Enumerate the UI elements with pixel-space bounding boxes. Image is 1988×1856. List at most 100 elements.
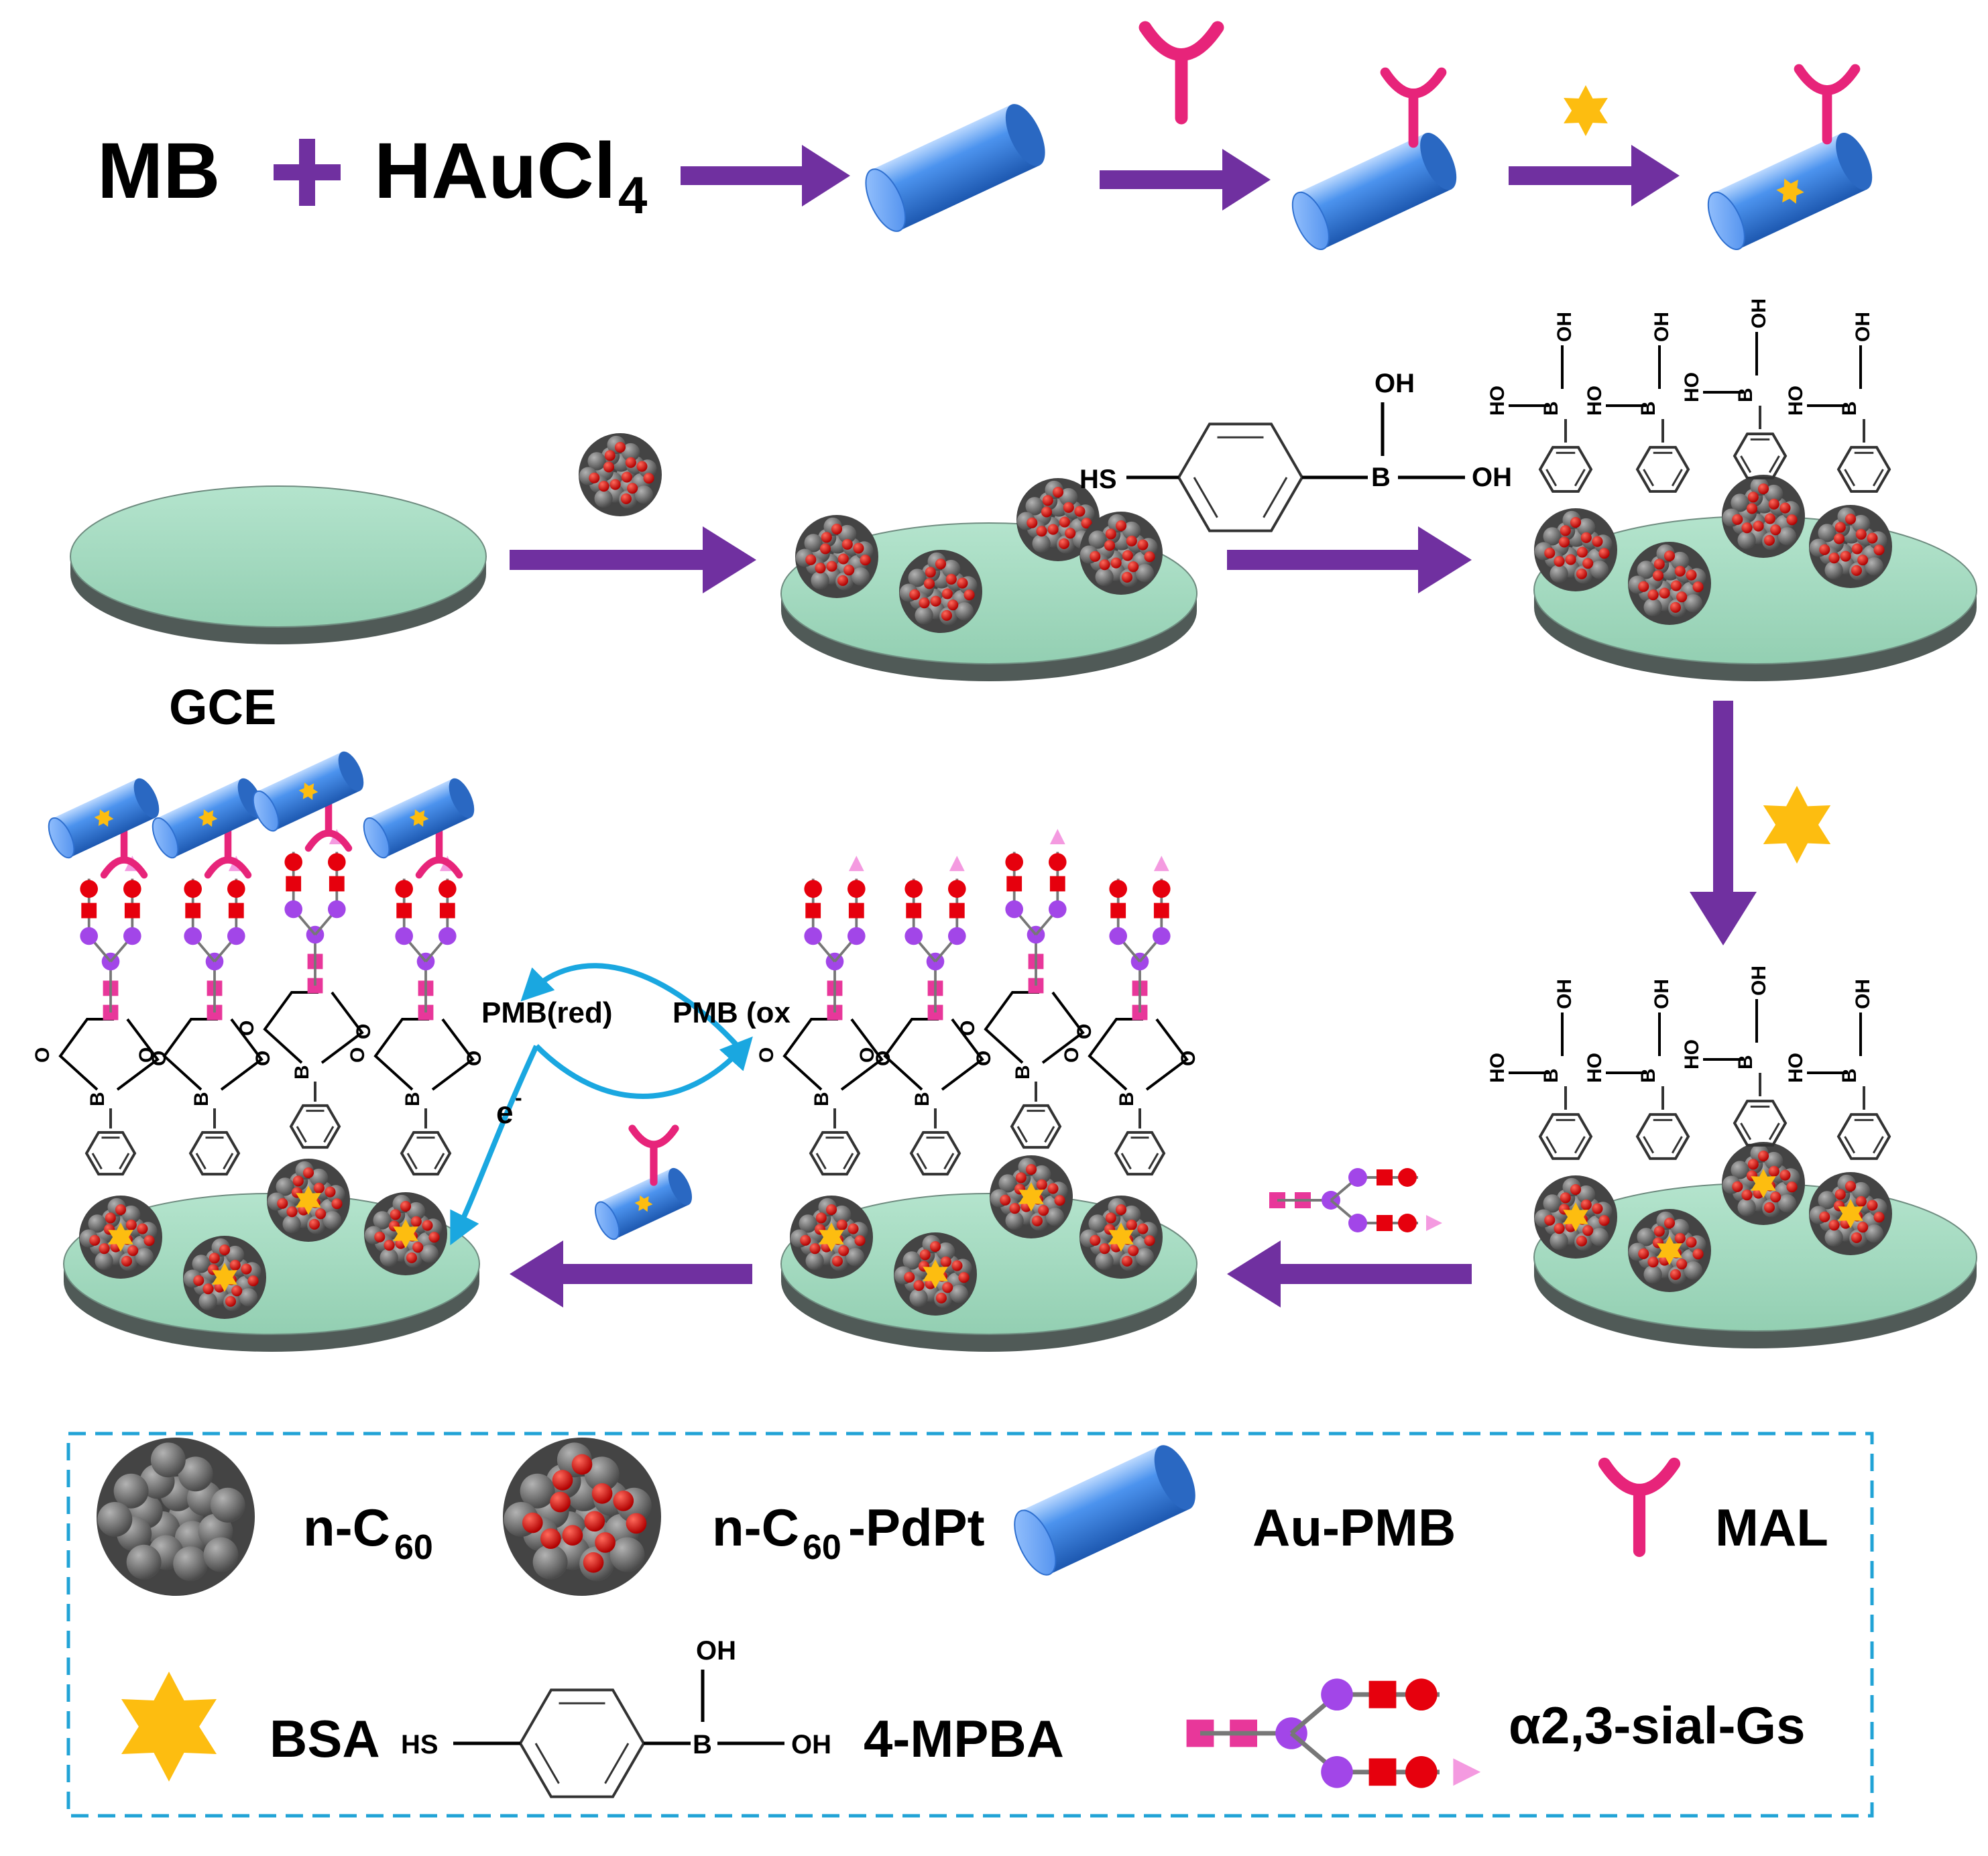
- legend-nc60-icon-ball: [178, 1456, 213, 1492]
- np-e3-1-pdpt-dot: [1659, 587, 1670, 599]
- np-e3-2-pdpt-dot: [1779, 502, 1791, 514]
- glycan-e6-1-gal: [227, 927, 245, 945]
- mpba-stalk-e4-0-b: B: [1540, 1068, 1562, 1083]
- np-e3-2-pdpt-dot: [1770, 524, 1781, 536]
- np-e3-0-pdpt-dot: [1576, 546, 1588, 558]
- np-e2-a-pdpt-dot: [815, 563, 826, 574]
- np-e3-0-pdpt-dot: [1565, 554, 1576, 565]
- nc60pdpt-reagent-pdpt-dot: [609, 479, 621, 490]
- mpba-stalk-e4-1-b: B: [1637, 1068, 1659, 1083]
- legend-sialgs-label: α2,3-sial-Gs: [1509, 1696, 1805, 1755]
- legend-c60pdpt-label: n-C: [712, 1498, 799, 1557]
- pmb-red-label: PMB(red): [481, 996, 613, 1029]
- mpba-stalk-e4-1-benzene-bond: [1671, 1136, 1683, 1154]
- np-e6-3-ball: [406, 1202, 426, 1221]
- mpba-stalk-e4-3-benzene-ring: [1836, 1113, 1891, 1160]
- legend-mpba-oh-top: OH: [696, 1636, 736, 1666]
- np-e2-b-pdpt-dot: [935, 558, 947, 570]
- np-e3-2-pdpt-dot: [1786, 514, 1798, 526]
- rod-e6-1-bsa: [198, 809, 218, 827]
- mpba-stalk-e4-0-oh-left: HO: [1486, 1053, 1509, 1083]
- np-e3-3-pdpt-dot: [1851, 565, 1862, 576]
- np-e4-3-ball: [1818, 1191, 1836, 1210]
- np-e6-1-pdpt-dot: [219, 1244, 231, 1256]
- boronester-e5-2-ring-left: [984, 991, 1039, 1064]
- np-e3-0-pdpt-dot: [1592, 536, 1603, 547]
- boronester-e5-2-benzene-bond: [1016, 1126, 1028, 1143]
- glycan-reagent-sia: [1398, 1168, 1417, 1187]
- np-e4-2-pdpt-dot: [1741, 1190, 1753, 1201]
- np-e6-2-ball: [282, 1214, 301, 1234]
- np-e6-2-ball: [309, 1168, 329, 1187]
- mpba-stalk-e3-1-b: B: [1637, 401, 1659, 416]
- np-e2-a-pdpt-dot: [860, 555, 871, 566]
- boronester-e5-0-o-right: O: [872, 1051, 894, 1066]
- glycan-e6-3-gal: [438, 927, 457, 945]
- legend-box: [66, 1432, 1874, 1818]
- np-e6-0-pdpt-dot: [105, 1212, 116, 1224]
- np-e3-0-pdpt-dot: [1544, 547, 1556, 559]
- boronester-e5-0-b: B: [811, 1092, 833, 1106]
- np-e2-b-pdpt-dot: [947, 599, 959, 611]
- mpba-stalk-e3-2-benzene-bond: [1768, 455, 1780, 473]
- np-e4-1-pdpt-dot: [1653, 1226, 1665, 1237]
- np-e6-3-ball: [379, 1248, 398, 1267]
- np-e3-1-pdpt-dot: [1670, 601, 1681, 613]
- np-e6-1-pdpt-dot: [231, 1285, 243, 1297]
- boronester-e6-0-ring-left: [58, 1018, 114, 1091]
- nc60pdpt-reagent-ball: [587, 452, 606, 471]
- boronester-e5-3-b: B: [1116, 1092, 1138, 1106]
- boronester-e5-3-ring-left: [1088, 1018, 1143, 1091]
- np-e4-3-ball: [1865, 1224, 1884, 1243]
- glycan-e5-3-gal: [1109, 927, 1127, 945]
- nc60pdpt-reagent-pdpt-dot: [620, 493, 632, 504]
- boronester-e6-1-ring-left: [162, 1018, 218, 1091]
- np-e6-2: [267, 1159, 350, 1242]
- glycan-e5-0-gal: [804, 927, 822, 945]
- np-e4-3-pdpt-dot: [1867, 1200, 1878, 1211]
- np-e4-0-pdpt-dot: [1554, 1223, 1565, 1234]
- np-e4-0-ball: [1576, 1185, 1596, 1204]
- mpba-stalk-e4-2-benzene: [1733, 1100, 1788, 1147]
- boronester-e5-1-benzene-ring: [909, 1130, 961, 1176]
- np-e3-2-ball: [1764, 484, 1784, 504]
- np-e3-2-pdpt-dot: [1757, 483, 1769, 495]
- np-e6-3-pdpt-dot: [410, 1216, 422, 1227]
- boronester-e6-2-b: B: [291, 1065, 313, 1080]
- np-e6-0: [79, 1196, 162, 1279]
- np-e2-d-pdpt-dot: [1144, 551, 1155, 563]
- np-e4-3-ball: [1824, 1228, 1843, 1247]
- np-e2-d-ball: [1135, 564, 1155, 583]
- boronester-e6-2-benzene: [289, 1104, 341, 1149]
- np-e3-3: [1809, 505, 1892, 588]
- np-e2-c-pdpt-dot: [1081, 518, 1092, 529]
- glycan-e5-1-gal: [948, 927, 966, 945]
- np-e3-3-ball: [1851, 514, 1871, 534]
- np-e5-3-pdpt-dot: [1099, 1243, 1110, 1255]
- glycan-reagent-glcnac: [1377, 1169, 1393, 1185]
- np-e5-0-pdpt-dot: [815, 1212, 827, 1224]
- legend-mpba-oh-right: OH: [791, 1730, 831, 1759]
- np-e6-1: [183, 1236, 266, 1319]
- boronester-e6-3-o-right: O: [463, 1051, 485, 1066]
- np-e3-3-pdpt-dot: [1851, 543, 1863, 555]
- np-e3-1-pdpt-dot: [1676, 591, 1688, 603]
- np-e3-1-ball: [1643, 597, 1662, 617]
- np-e5-2-pdpt-dot: [1000, 1194, 1011, 1206]
- np-e4-0-pdpt-dot: [1592, 1203, 1603, 1214]
- np-e5-3-pdpt-dot: [1115, 1204, 1127, 1216]
- glycan-e5-0-tip: [848, 856, 864, 872]
- np-e6-2-pdpt-dot: [292, 1175, 304, 1187]
- np-e5-2-pdpt-dot: [1009, 1203, 1020, 1214]
- np-e5-1-ball: [902, 1251, 921, 1270]
- glycan-e6-0-sia: [80, 880, 98, 898]
- rod-aupmb-3-bsa: [1776, 178, 1804, 204]
- np-e4-3-pdpt-dot: [1819, 1211, 1830, 1222]
- np-e6-1-bsa: [212, 1263, 237, 1292]
- mpba-stalk-e4-2-benzene-ring: [1733, 1100, 1788, 1147]
- mpba-stalk-e3-1-oh-left: HO: [1584, 386, 1606, 416]
- arrow-probe-capture: [510, 1240, 752, 1308]
- np-e4-1-pdpt-dot: [1676, 1259, 1688, 1270]
